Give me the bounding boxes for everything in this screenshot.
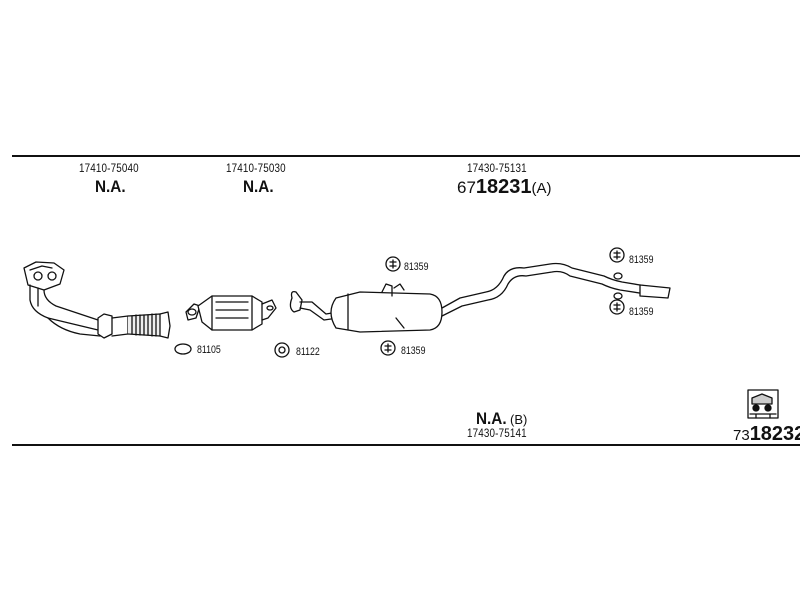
part-number-front-pipe: 17410-75040 <box>79 161 139 175</box>
reference-suffix: (A) <box>531 180 552 197</box>
hanger-symbol-3 <box>609 247 625 263</box>
part-number-catalyst: 17410-75030 <box>226 161 286 175</box>
hardware-label-hanger-3: 81359 <box>629 254 654 266</box>
reference-prefix: 67 <box>457 178 476 197</box>
reference-rear-section: 6718231(A) <box>457 177 552 197</box>
footer-reference: 7318232 <box>733 424 800 444</box>
hardware-label-hanger-1: 81359 <box>404 261 429 273</box>
part-number-rear-section: 17430-75131 <box>467 161 527 175</box>
availability-variant-b: N.A.(B) <box>476 410 527 428</box>
silencer-drawing <box>289 262 647 333</box>
reference-number: 18231 <box>475 176 532 198</box>
hanger-ring-3 <box>613 272 623 280</box>
hanger-symbol-2 <box>380 340 396 356</box>
tailpipe-drawing <box>639 284 671 299</box>
hardware-label-gasket-2: 81122 <box>296 346 320 358</box>
hardware-label-hanger-2: 81359 <box>401 345 426 357</box>
hanger-symbol-1 <box>385 256 401 272</box>
hardware-label-hanger-4: 81359 <box>629 306 654 318</box>
hanger-symbol-4 <box>609 299 625 315</box>
catalyst-drawing <box>185 295 277 331</box>
vehicle-lift-icon <box>747 389 779 419</box>
front-pipe-drawing <box>23 261 171 339</box>
hanger-ring-4 <box>613 292 623 300</box>
variant-b-label: (B) <box>510 412 528 427</box>
availability-front-pipe: N.A. <box>95 177 126 196</box>
top-rule <box>12 155 800 157</box>
availability-catalyst: N.A. <box>243 177 274 196</box>
hardware-label-gasket-1: 81105 <box>197 344 221 356</box>
gasket-ring-1 <box>174 343 192 355</box>
footer-prefix: 73 <box>733 427 750 444</box>
gasket-ring-2 <box>274 342 290 358</box>
bottom-rule <box>12 444 800 446</box>
availability-variant-b-text: N.A. <box>476 409 507 428</box>
part-number-variant-b: 17430-75141 <box>467 426 527 440</box>
footer-number: 18232 <box>749 423 800 445</box>
